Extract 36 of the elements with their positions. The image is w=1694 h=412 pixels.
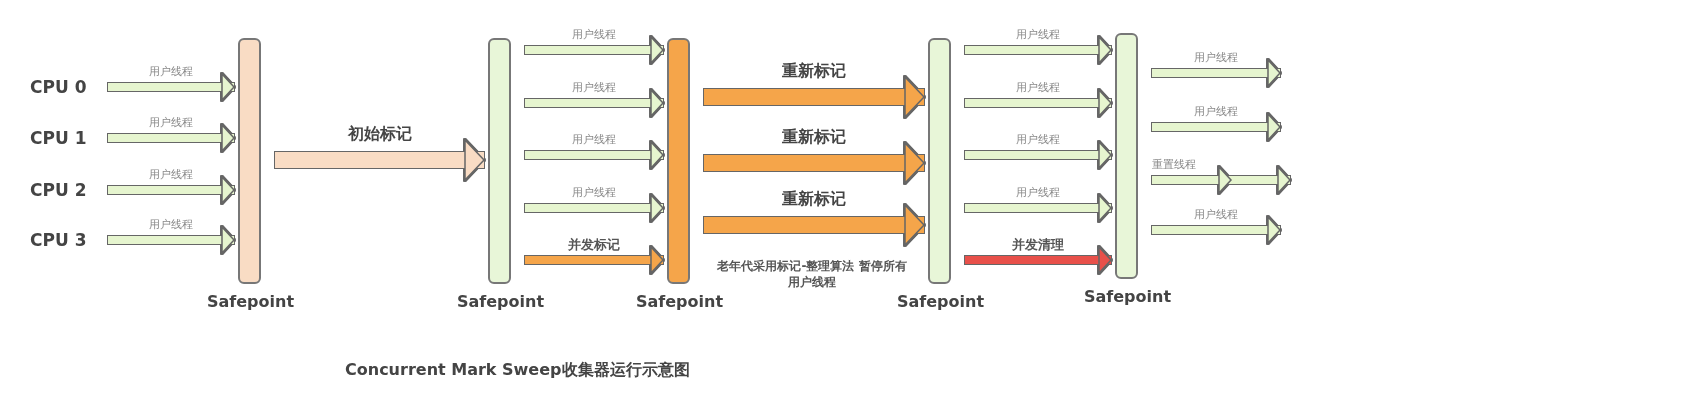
edge-label: 用户线程 bbox=[149, 115, 193, 130]
edge-label: 并发标记 bbox=[568, 237, 620, 252]
cpu-label: CPU 3 bbox=[30, 229, 87, 251]
edge-label: 用户线程 bbox=[1194, 104, 1238, 119]
arrow bbox=[275, 139, 485, 181]
note-text: 老年代采用标记-整理算法 暂停所有用户线程 bbox=[716, 258, 908, 290]
safepoint-label: Safepoint bbox=[1082, 287, 1173, 306]
edge-label: 用户线程 bbox=[572, 132, 616, 147]
edge-label: 重置线程 bbox=[1152, 157, 1196, 172]
safepoint-label: Safepoint bbox=[634, 292, 725, 311]
edge-label: 用户线程 bbox=[149, 64, 193, 79]
edge-label: 用户线程 bbox=[572, 27, 616, 42]
edge-label: 初始标记 bbox=[347, 124, 412, 144]
edge-label: 用户线程 bbox=[1016, 132, 1060, 147]
arrow bbox=[704, 142, 925, 184]
cpu-label: CPU 0 bbox=[30, 76, 87, 98]
edge-label: 用户线程 bbox=[1194, 207, 1238, 222]
edge-label: 重新标记 bbox=[782, 189, 846, 209]
cpu-label: CPU 2 bbox=[30, 179, 87, 201]
edge-label: 用户线程 bbox=[149, 167, 193, 182]
caption: Concurrent Mark Sweep收集器运行示意图 bbox=[345, 360, 690, 381]
edge-label: 用户线程 bbox=[572, 80, 616, 95]
arrow bbox=[704, 204, 925, 246]
cpu-label: CPU 1 bbox=[30, 127, 87, 149]
edge-label: 用户线程 bbox=[1016, 27, 1060, 42]
safepoint-label: Safepoint bbox=[455, 292, 546, 311]
edge-label: 用户线程 bbox=[1016, 80, 1060, 95]
safepoint-label: Safepoint bbox=[895, 292, 986, 311]
safepoint-label: Safepoint bbox=[205, 292, 296, 311]
edge-label: 重新标记 bbox=[782, 127, 846, 147]
edge-label: 重新标记 bbox=[782, 61, 846, 81]
edge-label: 用户线程 bbox=[149, 217, 193, 232]
edge-label: 并发清理 bbox=[1012, 237, 1064, 252]
edge-label: 用户线程 bbox=[572, 185, 616, 200]
edge-label: 用户线程 bbox=[1016, 185, 1060, 200]
edge-label: 用户线程 bbox=[1194, 50, 1238, 65]
